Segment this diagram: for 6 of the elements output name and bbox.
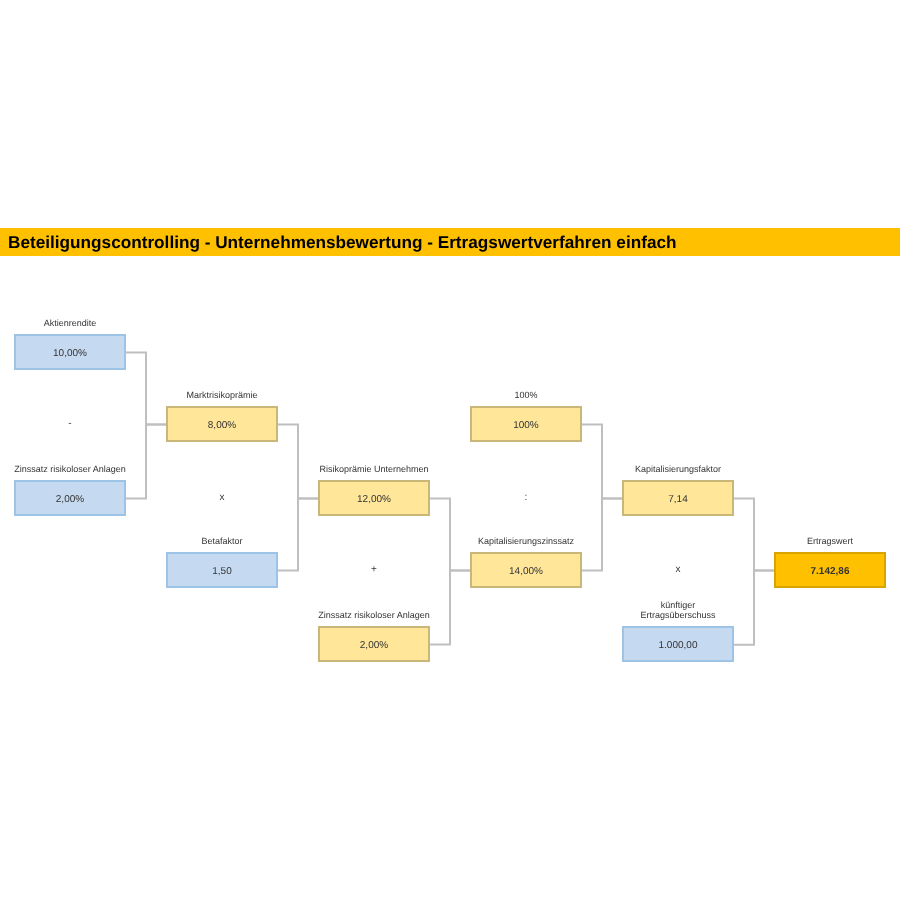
connector-line (429, 569, 471, 646)
title-bar: Beteiligungscontrolling - Unternehmensbewertung - Ertragswertverfahren einfach (0, 228, 900, 256)
connector-line (733, 569, 775, 646)
connector-line (125, 423, 167, 500)
connector-line (581, 497, 623, 572)
connector-line (277, 497, 319, 572)
